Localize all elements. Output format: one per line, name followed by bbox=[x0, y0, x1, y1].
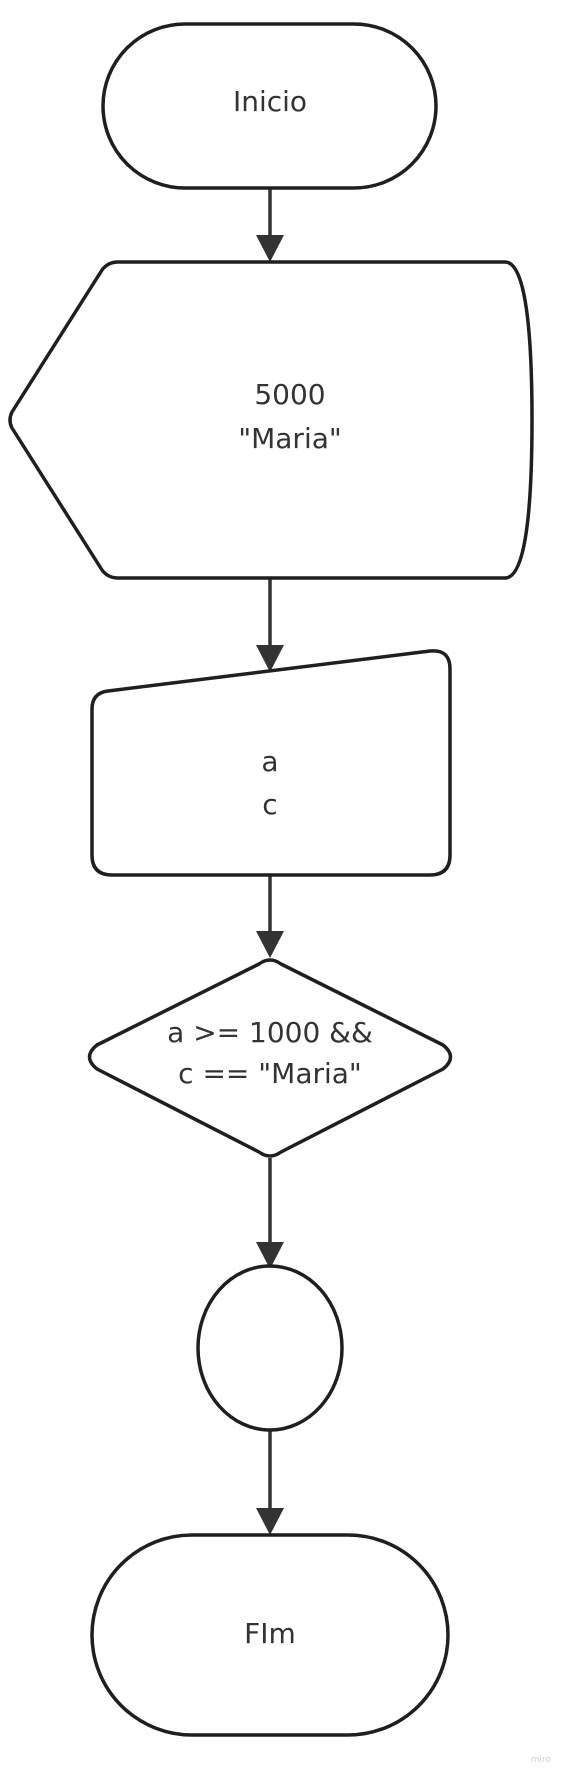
display-node[interactable]: 5000 "Maria" bbox=[8, 260, 534, 580]
end-terminator-shape bbox=[90, 1533, 450, 1737]
arrow-head-input bbox=[256, 645, 284, 672]
connector-node[interactable] bbox=[196, 1264, 344, 1432]
start-terminator[interactable]: Inicio bbox=[101, 22, 438, 190]
input-line-1: a bbox=[261, 745, 278, 778]
display-line-2: "Maria" bbox=[238, 422, 342, 455]
arrow-head-end bbox=[256, 1508, 284, 1535]
input-node[interactable]: a c bbox=[90, 649, 452, 877]
start-label: Inicio bbox=[233, 85, 307, 118]
arrow-head-connector bbox=[256, 1242, 284, 1269]
decision-line-1: a >= 1000 && bbox=[167, 1016, 373, 1049]
decision-node[interactable]: a >= 1000 && c == "Maria" bbox=[87, 958, 453, 1158]
input-node-shape bbox=[90, 649, 452, 877]
edges bbox=[256, 188, 284, 1535]
end-terminator[interactable]: FIm bbox=[90, 1533, 450, 1737]
end-label: FIm bbox=[244, 1617, 296, 1650]
miro-watermark: miro bbox=[531, 1755, 552, 1765]
decision-node-shape bbox=[87, 958, 453, 1158]
start-terminator-shape bbox=[101, 22, 438, 190]
arrow-head-decision bbox=[256, 931, 284, 958]
connector-node-shape bbox=[196, 1264, 344, 1432]
display-line-1: 5000 bbox=[254, 378, 325, 411]
arrow-head-display bbox=[256, 235, 284, 262]
input-line-2: c bbox=[262, 788, 277, 821]
display-node-shape bbox=[8, 260, 534, 580]
decision-line-2: c == "Maria" bbox=[178, 1057, 362, 1090]
